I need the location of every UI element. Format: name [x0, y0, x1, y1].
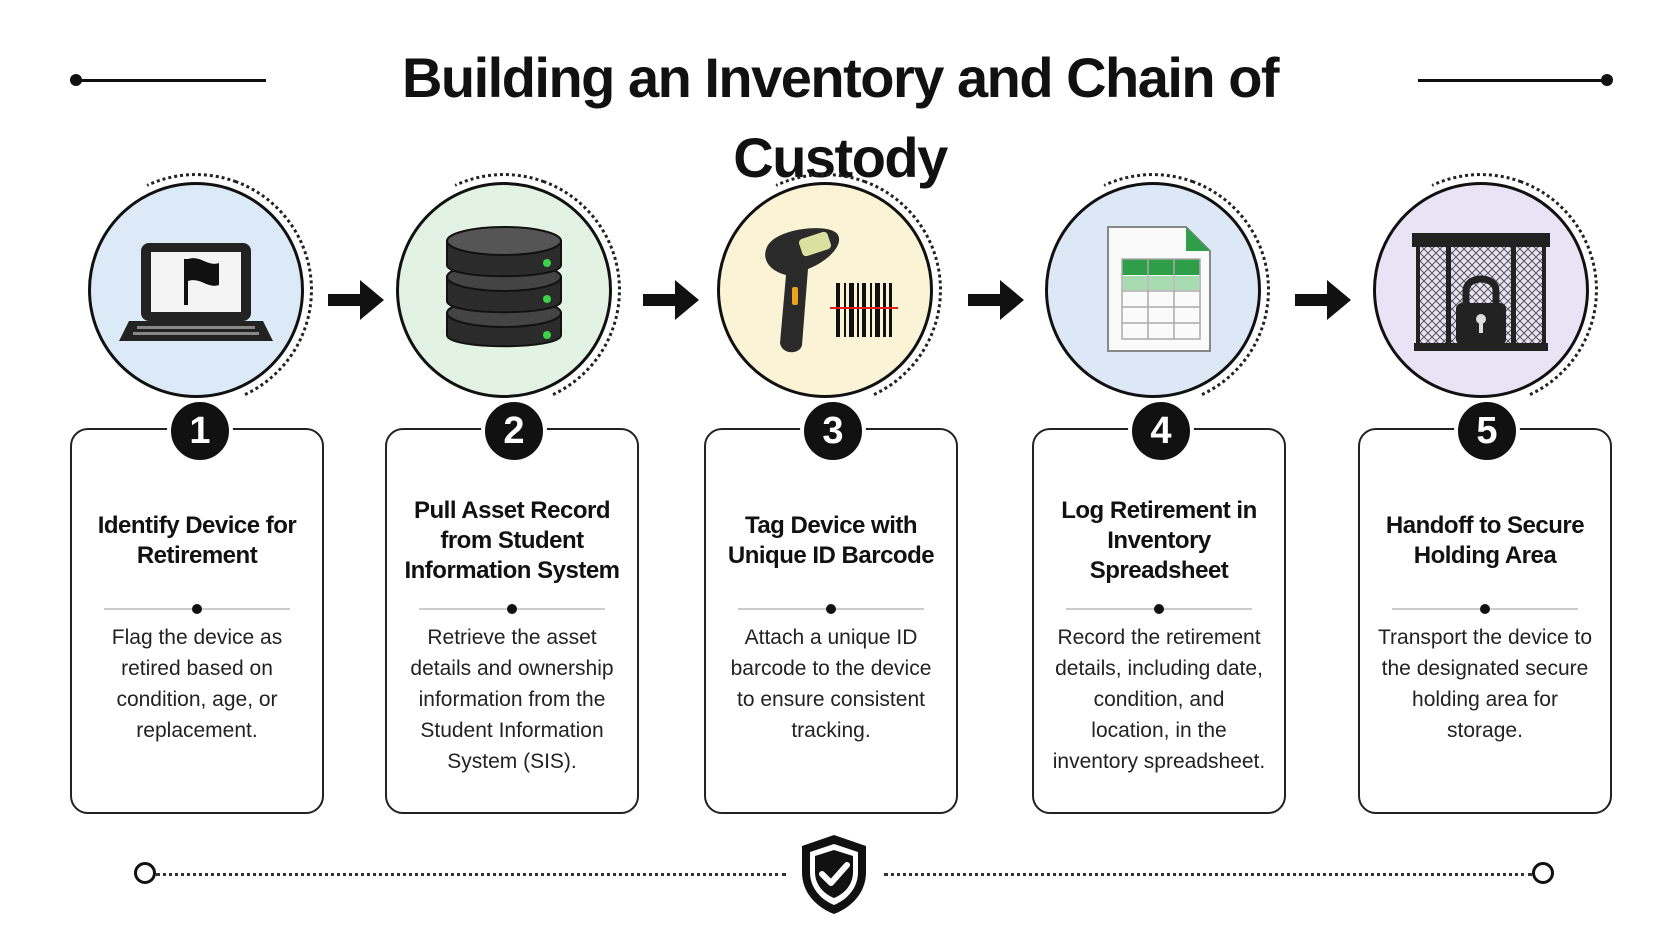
title-line-left — [76, 79, 266, 82]
step-description: Retrieve the asset details and ownership… — [410, 626, 614, 773]
step-2-icon-circle — [396, 182, 612, 398]
database-icon — [446, 226, 562, 348]
step-3-icon-circle — [717, 182, 933, 398]
step-4-icon-circle — [1045, 182, 1261, 398]
step-description: Flag the device as retired based on cond… — [111, 626, 283, 742]
card-divider — [104, 604, 290, 614]
title-row: Building an Inventory and Chain of Custo… — [0, 38, 1672, 189]
shield-check-icon — [802, 835, 866, 914]
step-number-badge: 5 — [1454, 398, 1520, 464]
barcode-scanner-icon — [765, 228, 898, 353]
step-title: Pull Asset Record from Student Informati… — [404, 497, 620, 584]
arrow-icon — [1295, 280, 1351, 320]
locked-cage-icon — [1412, 233, 1550, 351]
timeline-end-dot — [1532, 862, 1554, 884]
title-dot-right — [1601, 74, 1613, 86]
step-number-badge: 4 — [1128, 398, 1194, 464]
step-number-badge: 2 — [481, 398, 547, 464]
step-card-4: Log Retirement in Inventory Spreadsheet … — [1032, 428, 1286, 814]
timeline-line-right — [884, 873, 1532, 876]
card-divider — [1066, 604, 1252, 614]
card-divider — [738, 604, 924, 614]
step-title: Log Retirement in Inventory Spreadsheet — [1061, 497, 1257, 584]
step-number-badge: 1 — [167, 398, 233, 464]
step-description: Transport the device to the designated s… — [1378, 626, 1592, 742]
step-title: Handoff to Secure Holding Area — [1385, 512, 1585, 569]
step-card-3: Tag Device with Unique ID Barcode Attach… — [704, 428, 958, 814]
step-5-icon-circle — [1373, 182, 1589, 398]
step-card-1: Identify Device for Retirement Flag the … — [70, 428, 324, 814]
title-line-right — [1418, 79, 1608, 82]
step-description: Record the retirement details, including… — [1052, 626, 1266, 773]
page-title: Building an Inventory and Chain of Custo… — [401, 46, 1280, 189]
laptop-flag-icon — [119, 243, 273, 341]
card-divider — [1392, 604, 1578, 614]
spreadsheet-icon — [1107, 226, 1211, 352]
arrow-icon — [968, 280, 1024, 320]
timeline-line-left — [156, 873, 786, 876]
step-card-5: Handoff to Secure Holding Area Transport… — [1358, 428, 1612, 814]
arrow-icon — [328, 280, 384, 320]
card-divider — [419, 604, 605, 614]
step-card-2: Pull Asset Record from Student Informati… — [385, 428, 639, 814]
step-description: Attach a unique ID barcode to the device… — [730, 626, 932, 742]
step-1-icon-circle — [88, 182, 304, 398]
timeline-start-dot — [134, 862, 156, 884]
step-number-badge: 3 — [800, 398, 866, 464]
step-title: Tag Device with Unique ID Barcode — [727, 512, 935, 569]
arrow-icon — [643, 280, 699, 320]
step-title: Identify Device for Retirement — [97, 512, 297, 569]
